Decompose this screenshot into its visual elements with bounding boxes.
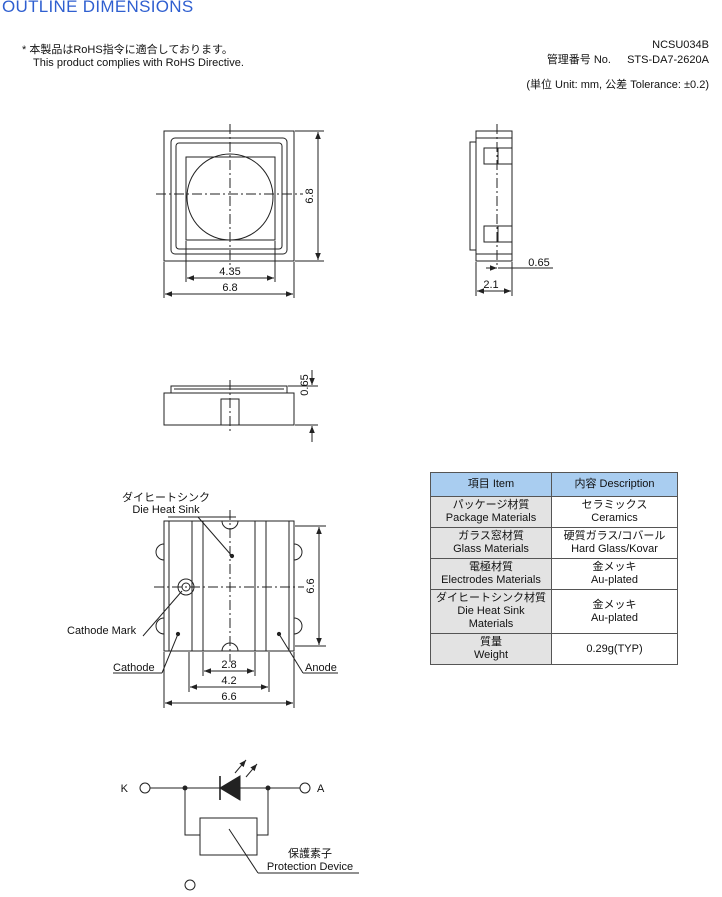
- spec-desc: 0.29g(TYP): [551, 633, 678, 665]
- dim-bottom-outer: 6.6: [221, 691, 236, 703]
- rohs-note-en: This product complies with RoHS Directiv…: [33, 57, 244, 69]
- model-number: NCSU034B: [652, 39, 709, 51]
- dim-bottom-mid: 4.2: [221, 675, 236, 687]
- dim-top-height: 6.8: [304, 188, 316, 203]
- top-view: [156, 124, 324, 298]
- page-title: OUTLINE DIMENSIONS: [2, 0, 194, 16]
- label-cathode: Cathode: [113, 662, 155, 674]
- terminal-a: A: [317, 783, 325, 795]
- circuit-diagram: [139, 759, 359, 891]
- label-heat-sink-en: Die Heat Sink: [132, 504, 200, 516]
- dim-bottom-height: 6.6: [305, 578, 317, 593]
- label-protection-en: Protection Device: [267, 861, 353, 873]
- bottom-view: [113, 510, 338, 708]
- front-view: [163, 370, 318, 442]
- rohs-note-ja: * 本製品はRoHS指令に適合しております。: [22, 44, 233, 56]
- side-view: [469, 124, 553, 296]
- label-heat-sink-ja: ダイヒートシンク: [122, 490, 210, 504]
- label-protection-ja: 保護素子: [288, 846, 332, 860]
- dim-front-offset: 0.65: [299, 374, 311, 395]
- spec-col-item: 項目 Item: [430, 472, 552, 497]
- dim-side-depth: 2.1: [483, 279, 498, 291]
- terminal-k: K: [121, 783, 129, 795]
- dim-bottom-inner: 2.8: [221, 659, 236, 671]
- control-no-value: STS-DA7-2620A: [627, 54, 709, 66]
- spec-header-row: 項目 Item 内容 Description: [430, 472, 678, 497]
- label-cathode-mark: Cathode Mark: [67, 625, 137, 637]
- control-no-label: 管理番号 No.: [546, 54, 611, 66]
- dim-side-offset: 0.65: [528, 257, 549, 269]
- dim-top-width: 6.8: [222, 282, 237, 294]
- label-anode: Anode: [305, 662, 337, 674]
- dim-lens-diameter: 4.35: [219, 266, 240, 278]
- unit-note: (単位 Unit: mm, 公差 Tolerance: ±0.2): [526, 79, 709, 91]
- spec-col-desc: 内容 Description: [551, 472, 678, 497]
